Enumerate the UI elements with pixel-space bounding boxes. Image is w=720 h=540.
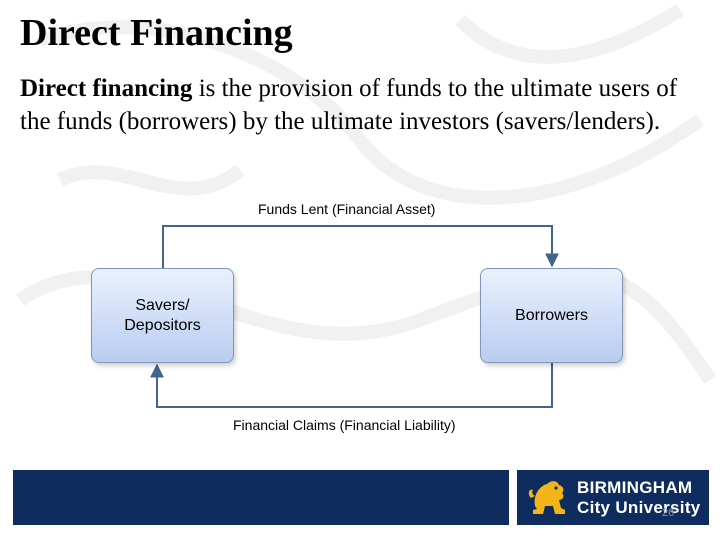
lion-crest-icon [528, 481, 565, 514]
body-definition: is the provision of funds to the ultimat… [20, 75, 678, 135]
savers-depositors-label: Savers/ Depositors [124, 296, 201, 334]
logo-line-1: BIRMINGHAM [577, 478, 693, 497]
borrowers-box: Borrowers [480, 268, 623, 363]
borrowers-label: Borrowers [515, 306, 588, 324]
slide-body-text: Direct financing is the provision of fun… [20, 72, 700, 138]
university-wordmark: BIRMINGHAM City University [577, 478, 701, 518]
university-logo: BIRMINGHAM City University [517, 470, 709, 525]
footer-bar [13, 470, 509, 525]
slide-title: Direct Financing [20, 12, 293, 54]
financial-claims-label: Financial Claims (Financial Liability) [233, 417, 456, 433]
flow-diagram [150, 225, 559, 408]
funds-lent-arrow [162, 225, 559, 268]
financial-claims-arrow [150, 363, 553, 408]
page-number: 26 [662, 507, 675, 519]
funds-lent-label: Funds Lent (Financial Asset) [258, 201, 436, 217]
savers-depositors-box: Savers/ Depositors [91, 268, 234, 363]
body-bold-term: Direct financing [20, 75, 193, 102]
logo-line-2: City University [577, 498, 701, 517]
